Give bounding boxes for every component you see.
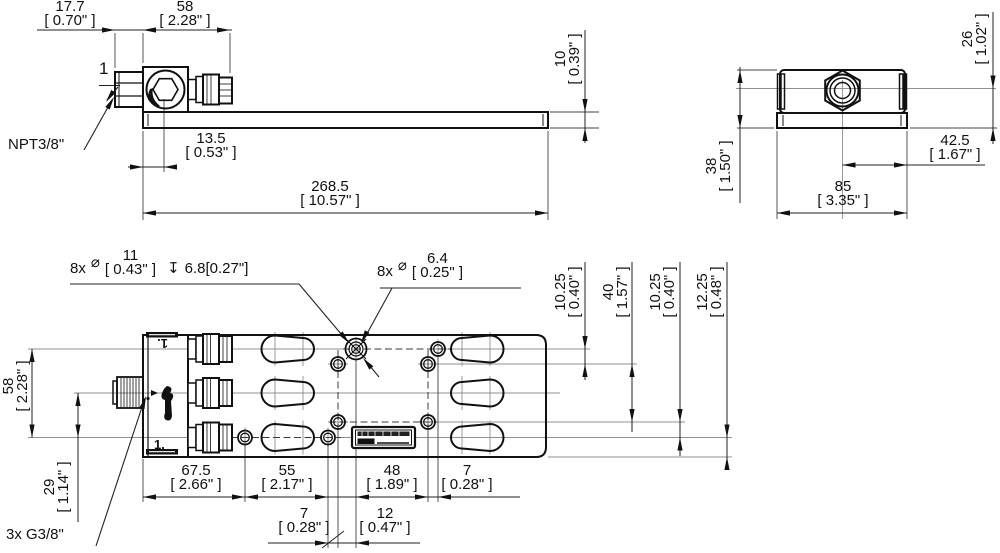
brand-mark-side bbox=[148, 88, 160, 107]
dia-dim: 11 [ 0.43" ] bbox=[104, 247, 157, 278]
dim-55: 55 [ 2.17" ] bbox=[250, 462, 324, 493]
mounting-holes bbox=[237, 337, 446, 446]
inch-value: [ 10.57" ] bbox=[300, 192, 360, 209]
mm-value: 85 bbox=[834, 178, 852, 195]
inch-value: [ 0.43" ] bbox=[104, 261, 157, 278]
dim-85: 85 [ 3.35" ] bbox=[806, 178, 880, 209]
dim-7-a: 7 [ 0.28" ] bbox=[430, 462, 504, 493]
inch-value: [ 0.40" ] bbox=[661, 266, 678, 318]
inch-value: [ 0.25" ] bbox=[411, 264, 464, 281]
inch-value: [ 1.50" ] bbox=[717, 140, 734, 192]
dim-58-top: 58 [ 2.28" ] bbox=[148, 0, 222, 28]
dim-10-25-a: 10.25 [ 0.40" ] bbox=[552, 255, 583, 329]
dim-12: 12 [ 0.47" ] bbox=[348, 505, 422, 536]
mm-value: 58 bbox=[176, 0, 194, 15]
inch-value: [ 0.40" ] bbox=[566, 266, 583, 318]
push-in-fittings bbox=[187, 333, 233, 454]
inch-value: [ 2.28" ] bbox=[159, 12, 211, 29]
dimension-lines bbox=[31, 12, 994, 549]
inch-value: [ 2.66" ] bbox=[170, 476, 222, 493]
dim-7-b: 7 [ 0.28" ] bbox=[267, 505, 341, 536]
mm-value: 6.4 bbox=[427, 250, 448, 267]
mm-value: 7 bbox=[462, 462, 472, 479]
port-number-plan-bottom: 1. bbox=[154, 437, 165, 452]
inch-value: [ 3.35" ] bbox=[817, 192, 869, 209]
end-view bbox=[776, 69, 908, 129]
dim-67-5: 67.5 [ 2.66" ] bbox=[159, 462, 233, 493]
dim-40: 40 [ 1.57" ] bbox=[600, 255, 631, 329]
port-thread-g: 3x G3/8" bbox=[6, 526, 64, 543]
callout-counterbore: 8x ⌀ 11 [ 0.43" ] ↧ 6.8[0.27"] bbox=[70, 247, 249, 278]
dimension-arrowheads bbox=[29, 27, 996, 546]
inch-value: [ 1.67" ] bbox=[929, 146, 981, 163]
qty-value: 8x bbox=[377, 263, 393, 280]
inch-value: [ 1.89" ] bbox=[366, 476, 418, 493]
port-number-side: 1 bbox=[99, 59, 109, 78]
diameter-icon: ⌀ bbox=[397, 257, 407, 274]
dim-42-5: 42.5 [ 1.67" ] bbox=[918, 132, 992, 163]
inch-value: [ 0.53" ] bbox=[185, 144, 237, 161]
dim-58-left: 58 [ 2.28" ] bbox=[0, 349, 31, 423]
diameter-icon: ⌀ bbox=[90, 254, 100, 271]
mm-value: 17.7 bbox=[55, 0, 85, 15]
mm-value: 268.5 bbox=[311, 178, 349, 195]
port-number-plan-top: 1. bbox=[157, 336, 168, 351]
dim-12-25: 12.25 [ 0.48" ] bbox=[694, 255, 725, 329]
mm-value: 11 bbox=[122, 247, 139, 264]
inch-value: [ 2.17" ] bbox=[261, 476, 313, 493]
inch-value: [ 0.28" ] bbox=[441, 476, 493, 493]
mm-value: 48 bbox=[383, 462, 401, 479]
callout-through-hole: 8x ⌀ 6.4 [ 0.25" ] bbox=[377, 250, 464, 281]
port-thread-npt: NPT3/8" bbox=[8, 136, 65, 153]
dim-10: 10 [ 0.39" ] bbox=[552, 26, 583, 92]
depth-value: 6.8[0.27"] bbox=[184, 260, 249, 277]
dim-10-25-b: 10.25 [ 0.40" ] bbox=[647, 255, 678, 329]
depth-icon: ↧ bbox=[167, 260, 180, 277]
mm-value: 12 bbox=[376, 505, 394, 522]
qty-value: 8x bbox=[70, 260, 86, 277]
mm-value: 42.5 bbox=[940, 132, 970, 149]
dia-dim: 6.4 [ 0.25" ] bbox=[411, 250, 464, 281]
extension-lines bbox=[114, 33, 997, 548]
mm-value: 13.5 bbox=[196, 130, 226, 147]
mounting-slots bbox=[260, 334, 505, 453]
dim-48: 48 [ 1.89" ] bbox=[355, 462, 429, 493]
dim-268-5: 268.5 [ 10.57" ] bbox=[288, 178, 372, 209]
mm-value: 55 bbox=[278, 462, 296, 479]
dim-17-7: 17.7 [ 0.70" ] bbox=[33, 0, 107, 28]
inch-value: [ 1.02" ] bbox=[973, 13, 990, 65]
side-view bbox=[114, 66, 549, 129]
inch-value: [ 0.47" ] bbox=[359, 519, 411, 536]
dim-29: 29 [ 1.14" ] bbox=[41, 450, 72, 524]
inch-value: [ 0.28" ] bbox=[278, 519, 330, 536]
dim-38: 38 [ 1.50" ] bbox=[703, 133, 734, 199]
inch-value: [ 0.70" ] bbox=[44, 12, 96, 29]
dim-26: 26 [ 1.02" ] bbox=[959, 6, 990, 72]
inch-value: [ 0.39" ] bbox=[566, 33, 583, 85]
leader-lines bbox=[70, 84, 521, 547]
flow-arrow-icon bbox=[151, 390, 158, 396]
brand-mark-plan bbox=[161, 386, 174, 421]
dim-13-5: 13.5 [ 0.53" ] bbox=[174, 130, 248, 161]
inch-value: [ 2.28" ] bbox=[14, 360, 31, 412]
inch-value: [ 0.48" ] bbox=[708, 266, 725, 318]
nameplate bbox=[350, 425, 417, 450]
inch-value: [ 1.14" ] bbox=[55, 461, 72, 513]
plan-view bbox=[112, 332, 547, 458]
mm-value: 67.5 bbox=[181, 462, 211, 479]
mm-value: 7 bbox=[299, 505, 309, 522]
inch-value: [ 1.57" ] bbox=[614, 266, 631, 318]
